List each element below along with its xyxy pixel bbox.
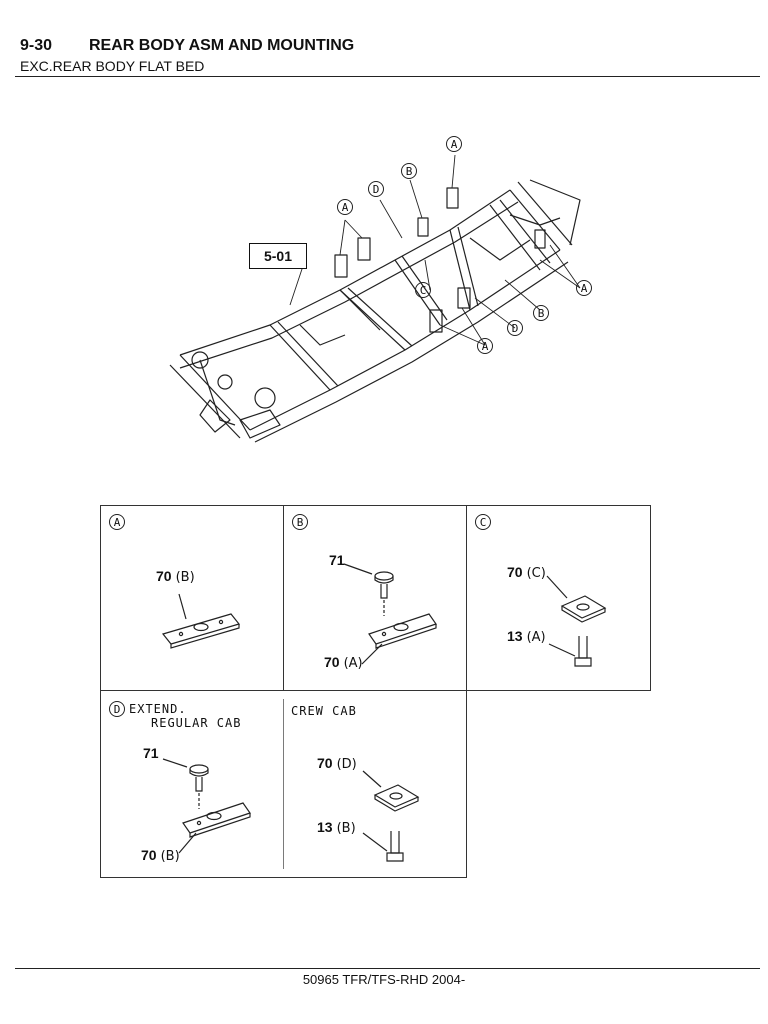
part-d-70: 70(B) bbox=[141, 847, 180, 864]
detail-cell-d: D EXTEND. REGULAR CAB 71 70(B) bbox=[100, 690, 284, 878]
detail-cell-c: C 70(C) 13(A) bbox=[466, 505, 651, 691]
detail-letter-c: C bbox=[475, 514, 491, 530]
detail-cell-a: A 70(B) bbox=[100, 505, 284, 691]
part-b-71: 71 bbox=[329, 552, 345, 568]
part-d-71: 71 bbox=[143, 745, 159, 761]
label-a-top: A bbox=[446, 136, 462, 152]
footer-divider bbox=[15, 968, 760, 969]
part-c-13: 13(A) bbox=[507, 628, 546, 645]
caption-regular-cab: REGULAR CAB bbox=[151, 716, 242, 730]
plate-crew-svg bbox=[283, 699, 420, 869]
footer-text: 50965 TFR/TFS-RHD 2004- bbox=[302, 972, 466, 987]
detail-letter-d: D bbox=[109, 701, 125, 717]
header-divider bbox=[15, 76, 760, 77]
part-callout-box: 5-01 bbox=[249, 243, 307, 269]
part-crew-70: 70(D) bbox=[317, 755, 357, 772]
label-c: C bbox=[415, 282, 431, 298]
part-a-70: 70(B) bbox=[156, 568, 195, 585]
caption-crew-cab: CREW CAB bbox=[291, 704, 357, 718]
detail-letter-a: A bbox=[109, 514, 125, 530]
label-a-bottom: A bbox=[477, 338, 493, 354]
chassis-frame-drawing bbox=[140, 120, 620, 465]
plate-d-svg bbox=[162, 758, 251, 854]
page-title: REAR BODY ASM AND MOUNTING bbox=[89, 37, 355, 54]
label-a-left: A bbox=[337, 199, 353, 215]
detail-cell-crew-cab: CREW CAB 70(D) 13(B) bbox=[283, 690, 467, 878]
plate-c-svg bbox=[546, 575, 607, 667]
detail-cell-b: B 71 70(A) bbox=[283, 505, 467, 691]
part-b-70: 70(A) bbox=[324, 654, 363, 671]
part-c-70: 70(C) bbox=[507, 564, 546, 581]
detail-letter-b: B bbox=[292, 514, 308, 530]
label-b-top: B bbox=[401, 163, 417, 179]
plate-b-svg bbox=[343, 563, 437, 665]
label-b-right: B bbox=[533, 305, 549, 321]
plate-a-svg bbox=[161, 593, 241, 649]
label-d-top: D bbox=[368, 181, 384, 197]
part-crew-13: 13(B) bbox=[317, 819, 356, 836]
label-a-right: A bbox=[576, 280, 592, 296]
section-number: 9-30 bbox=[20, 37, 53, 54]
caption-extend: EXTEND. bbox=[129, 702, 187, 716]
page-subtitle: EXC.REAR BODY FLAT BED bbox=[20, 58, 205, 74]
label-d-right: D bbox=[507, 320, 523, 336]
chassis-frame-svg bbox=[169, 154, 581, 443]
